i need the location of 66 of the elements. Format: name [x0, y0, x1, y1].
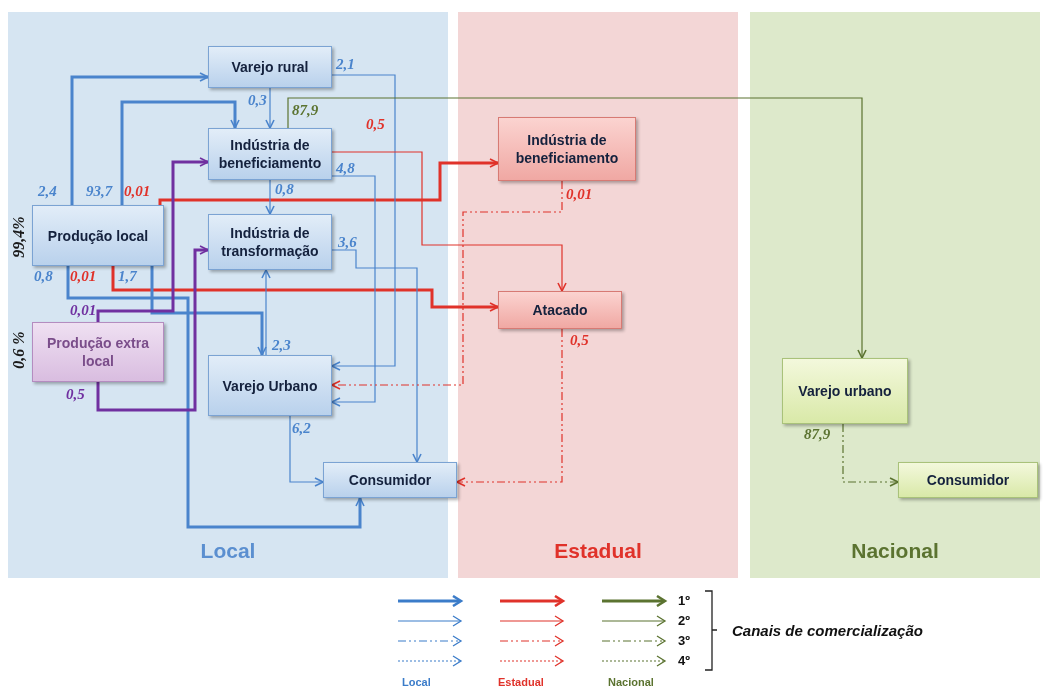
process-box: Produção extra local [32, 322, 164, 382]
region-band [458, 12, 738, 578]
edge-label: 0,8 [34, 268, 53, 285]
legend-label: 3º [678, 632, 690, 651]
connector-arrow [331, 74, 396, 371]
edge-label: 87,9 [804, 426, 831, 443]
process-box: Consumidor [323, 462, 457, 498]
connector-arrow [158, 158, 499, 205]
connector-arrow [331, 249, 422, 463]
connector-arrow [287, 97, 867, 359]
edge-label: 4,8 [336, 160, 355, 177]
process-box: Indústria de beneficiamento [208, 128, 332, 180]
connector-arrow [96, 245, 209, 412]
connector-arrow [331, 180, 563, 390]
region-label: Estadual [553, 537, 643, 564]
region-label: Local [199, 537, 257, 564]
connector-arrow [261, 269, 271, 356]
connector-arrow [842, 423, 899, 487]
connector-arrow [289, 415, 324, 487]
edge-label: 0,5 [66, 386, 85, 403]
region-label: Nacional [850, 537, 940, 564]
connector-arrow [456, 328, 563, 487]
connector-arrow [265, 87, 275, 129]
connector-arrow [120, 100, 240, 205]
edge-label: 87,9 [292, 102, 319, 119]
edge-label: 0,3 [248, 92, 267, 109]
connector-arrow [111, 266, 499, 312]
connector-arrow [150, 266, 267, 356]
connector-arrow [96, 157, 209, 322]
legend-title: Canais de comercialização [732, 621, 923, 641]
legend-label: 1º [678, 592, 690, 611]
legend-label: 2º [678, 612, 690, 631]
connector-arrow [331, 175, 376, 407]
process-box: Produção local [32, 205, 164, 266]
edge-label: 0,5 [570, 332, 589, 349]
process-box: Atacado [498, 291, 622, 329]
edge-label: 3,6 [338, 234, 357, 251]
edge-label: 0,01 [124, 183, 151, 200]
process-box: Varejo rural [208, 46, 332, 88]
legend-column-label: Estadual [498, 675, 544, 690]
edge-label: 1,7 [118, 268, 137, 285]
edge-label: 2,3 [272, 337, 291, 354]
connector-arrow [66, 266, 365, 529]
percentage-label: 0,6 % [8, 331, 28, 369]
process-box: Consumidor [898, 462, 1038, 498]
process-box: Indústria de transformação [208, 214, 332, 270]
edge-label: 0,8 [275, 181, 294, 198]
edge-label: 0,01 [566, 186, 593, 203]
connector-arrow [331, 151, 567, 292]
legend-column-label: Local [402, 675, 431, 690]
edge-label: 2,4 [38, 183, 57, 200]
region-band [750, 12, 1040, 578]
edge-label: 2,1 [336, 56, 355, 73]
edge-label: 93,7 [86, 183, 113, 200]
process-box: Varejo Urbano [208, 355, 332, 416]
process-box: Indústria de beneficiamento [498, 117, 636, 181]
connector-arrow [265, 179, 275, 215]
process-box: Varejo urbano [782, 358, 908, 424]
percentage-label: 99,4% [8, 216, 28, 258]
edge-label: 0,5 [366, 116, 385, 133]
legend-label: 4º [678, 652, 690, 671]
edge-label: 0,01 [70, 302, 97, 319]
edge-label: 6,2 [292, 420, 311, 437]
connector-arrow [70, 72, 209, 205]
edge-label: 0,01 [70, 268, 97, 285]
legend-column-label: Nacional [608, 675, 654, 690]
